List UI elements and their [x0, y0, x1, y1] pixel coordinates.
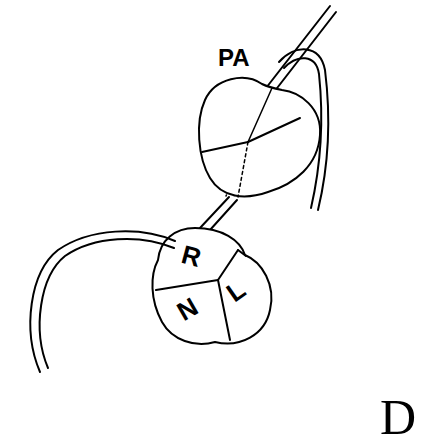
connecting-trunk [210, 200, 237, 230]
commissure-line [202, 142, 248, 152]
dotted-axis [238, 142, 248, 197]
vessel-curve [40, 239, 174, 368]
panel-letter: D [380, 392, 416, 442]
commissure-line [248, 118, 300, 142]
pulmonary-valve [199, 78, 320, 196]
pulmonary-axis-line [266, 6, 330, 88]
commissure-line [248, 88, 272, 142]
commissure-line [156, 280, 218, 290]
vessel-curve [284, 58, 321, 208]
vessel-label: PA [218, 46, 250, 70]
vessel-curve [279, 49, 328, 210]
aortic-valve [152, 228, 271, 344]
commissure-line [238, 250, 246, 256]
vessel-curve [30, 231, 175, 372]
